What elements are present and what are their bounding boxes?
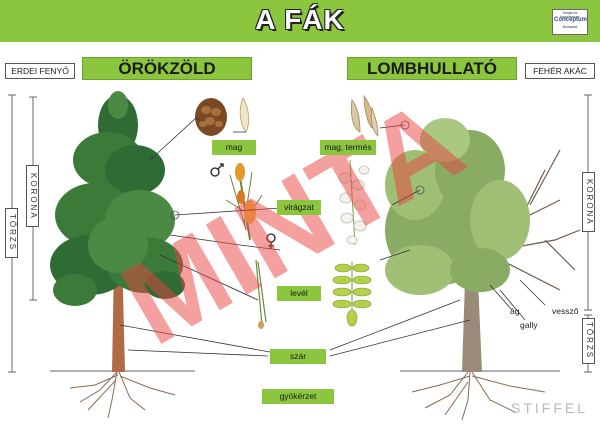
deciduous-band: LOMBHULLATÓ [347,57,517,80]
label-mag: mag [212,140,256,155]
pine-roots [69,371,176,419]
logo-line-2: Conceptum [554,17,587,23]
female-symbol-icon [266,233,276,249]
branch-label-vesszo: vessző [552,306,579,316]
pine-name-label: ERDEI FENYŐ [5,63,75,79]
label-viragzat: virágzat [277,200,321,215]
acacia-flower-cluster [338,159,370,246]
stiffel-watermark: STIFFEL [510,400,588,416]
acacia-name-label: FEHÉR AKÁC [525,63,595,79]
pine-seed [239,97,250,133]
branch-label-gally: gally [520,320,538,330]
pine-needles [255,259,267,329]
right-torzs-label: TÖRZS [582,318,595,364]
pine-crown [50,91,185,306]
label-level: levél [277,286,321,301]
acacia-roots [411,371,546,421]
acacia-seed-pods [350,94,379,137]
pine-cone [195,98,227,136]
pointer-circle-right-mid [415,185,425,195]
left-korona-label: KORONA [26,165,39,227]
evergreen-band: ÖRÖKZÖLD [82,57,252,80]
header-bar [0,0,600,42]
label-mag-termes: mag, termés [320,140,376,155]
pointer-circle-right-top [400,120,410,130]
male-symbol-icon [210,163,224,177]
pointer-lines [119,117,546,357]
label-gyokerzet: gyökérzet [262,389,334,404]
branch-label-ag: ág [510,306,520,316]
publisher-logo: Kiadja és forgalmazza: Conceptum Budapes… [552,9,588,35]
logo-line-1: Kiadja és forgalmazza: [559,11,581,19]
acacia-compound-leaf [332,262,372,327]
pointer-circle-left [170,210,180,220]
page-title: A FÁK [255,4,345,35]
left-torzs-label: TÖRZS [5,208,18,258]
right-korona-label: KORONA [582,172,595,232]
pine-flower-shoot [225,163,263,241]
label-szar: szár [270,349,326,364]
logo-line-3: Budapest [562,25,578,29]
acacia-crown [385,118,530,295]
acacia-trunk [462,280,482,372]
